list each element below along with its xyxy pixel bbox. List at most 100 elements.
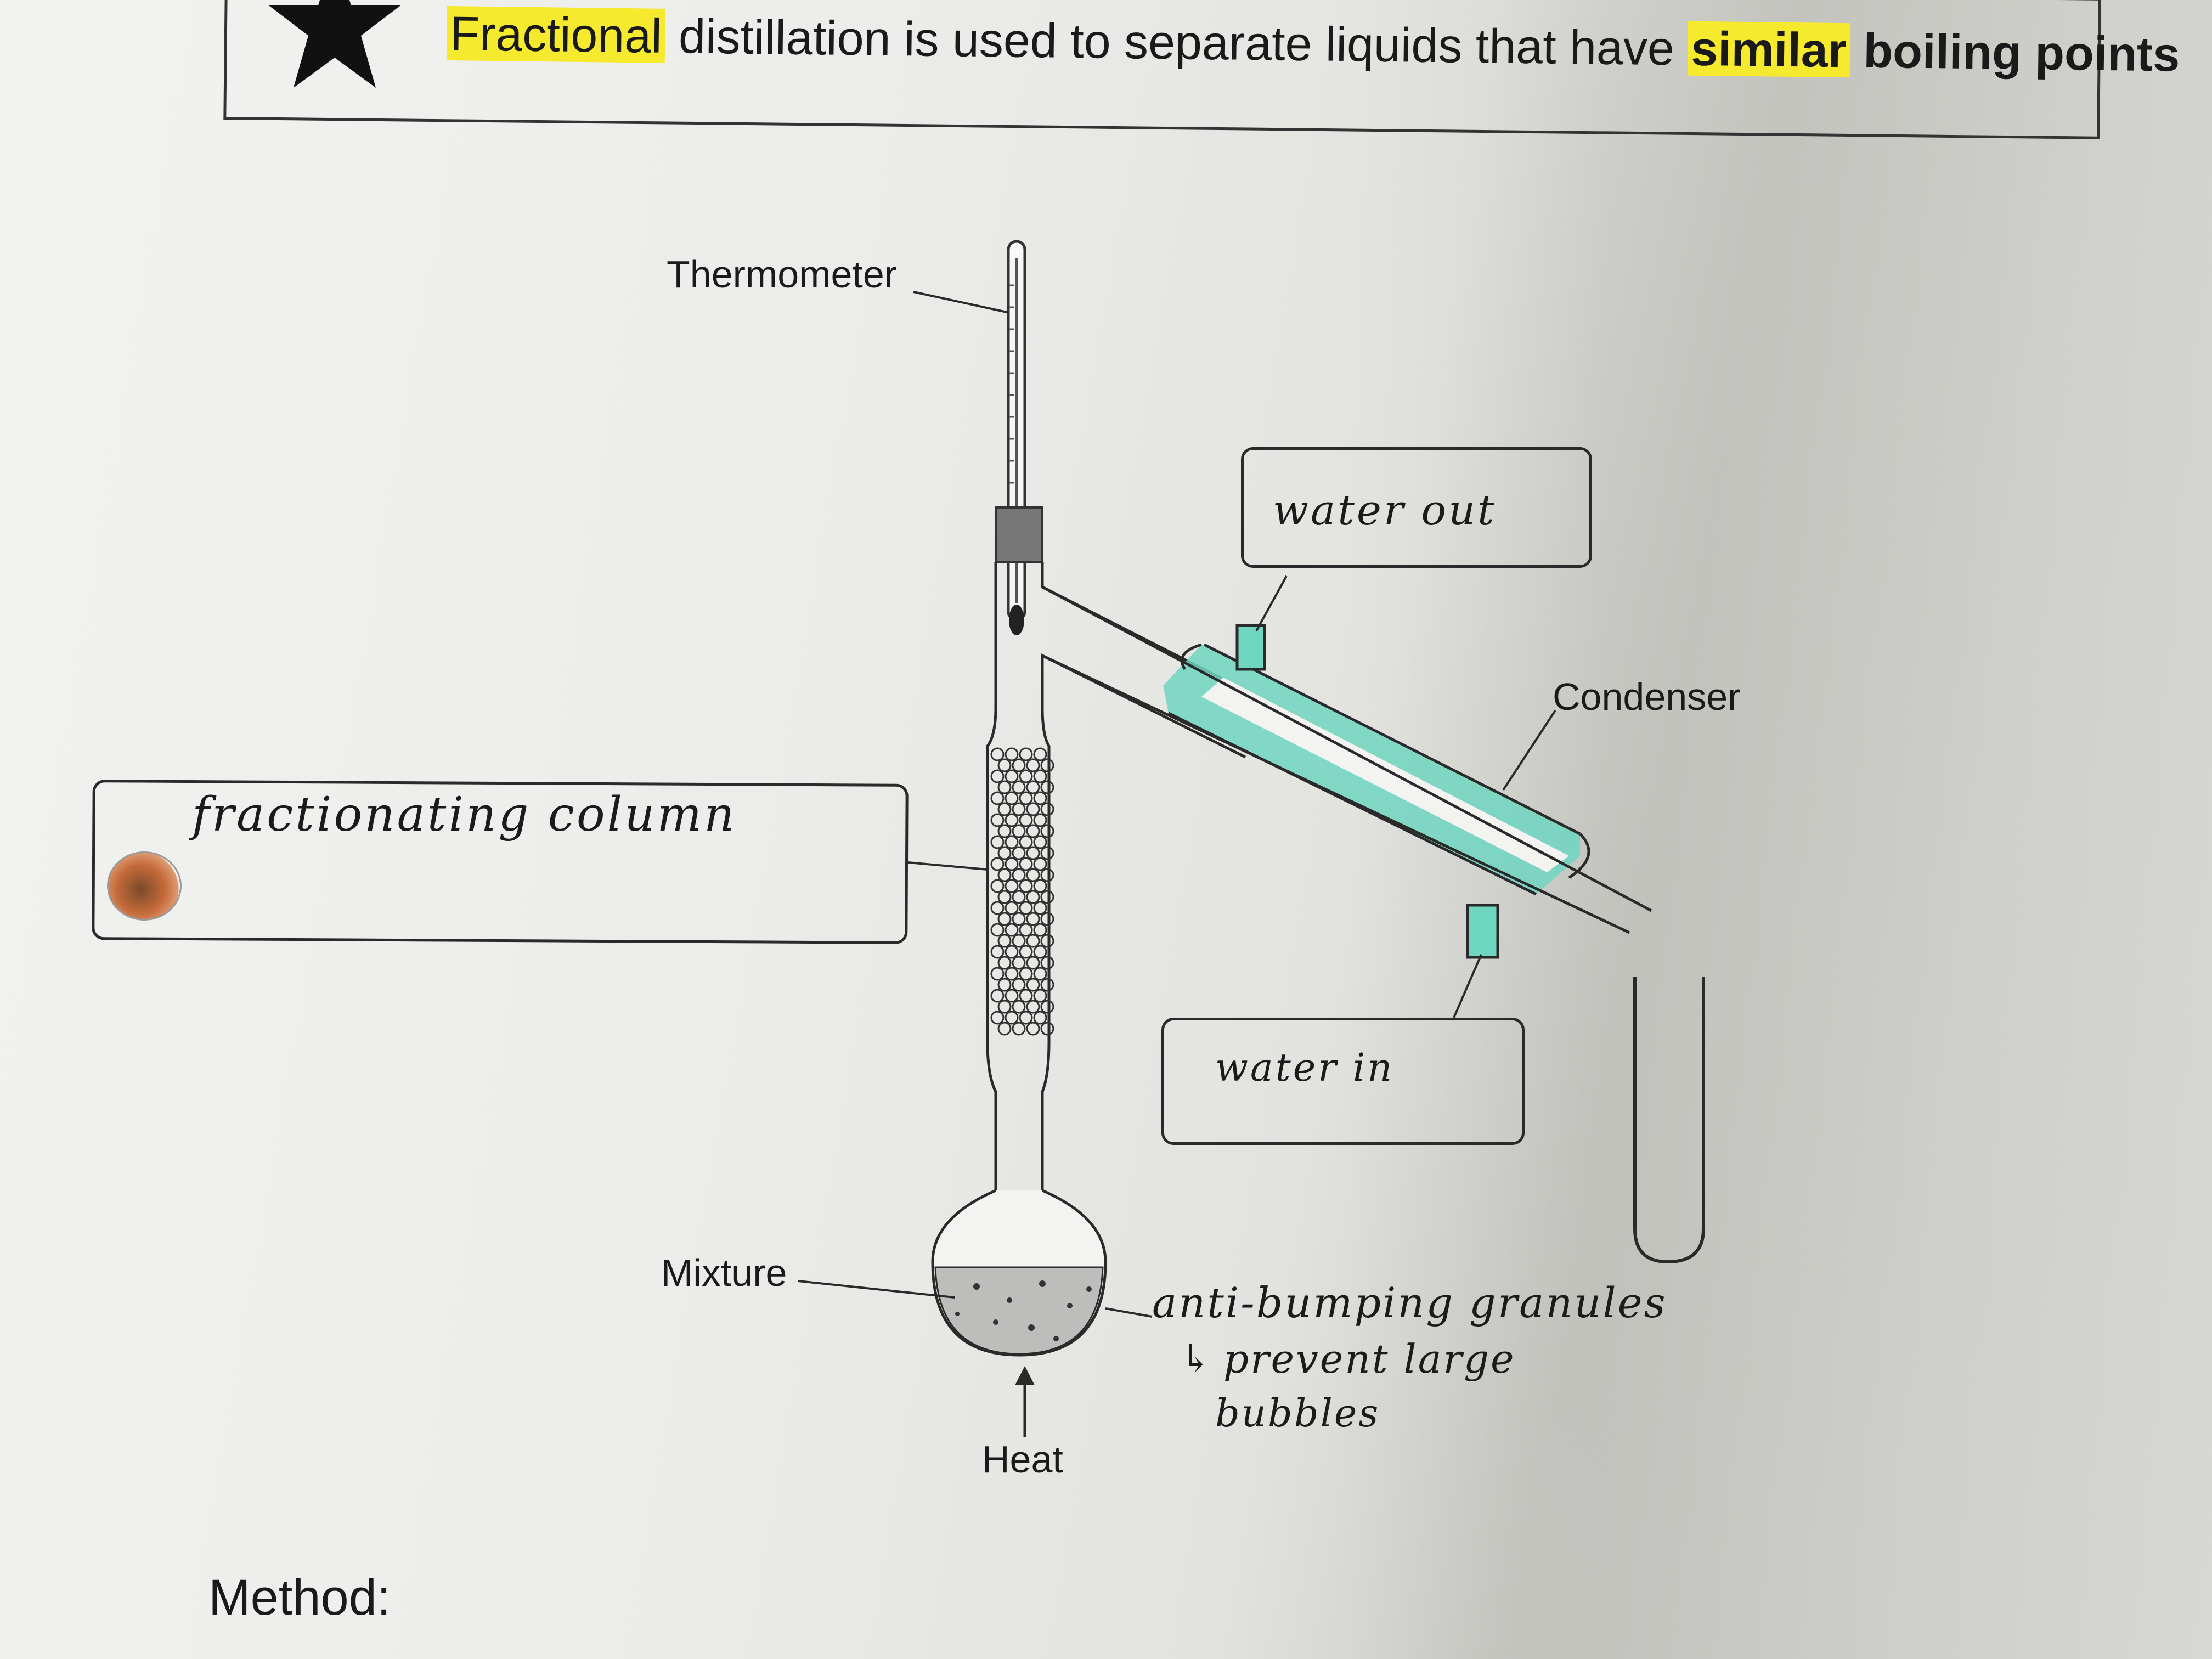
packing-bead <box>1040 956 1054 970</box>
packing-bead <box>997 868 1012 882</box>
packing-bead <box>1005 967 1019 981</box>
packing-bead <box>1012 846 1026 860</box>
packing-bead <box>1026 1022 1040 1036</box>
packing-bead <box>1040 780 1054 794</box>
method-heading: Method: <box>208 1570 391 1626</box>
fractionating-column-handwriting: fractionating column <box>192 787 737 842</box>
packing-bead <box>997 824 1012 838</box>
packing-bead <box>1026 846 1040 860</box>
bubbles-note: bubbles <box>1215 1391 1380 1436</box>
packing-bead <box>990 835 1005 849</box>
packing-bead <box>1040 824 1054 838</box>
water-out-handwriting: water out <box>1273 486 1497 534</box>
star-icon <box>269 0 400 88</box>
packing-bead <box>1026 802 1040 816</box>
packing-bead <box>1019 901 1033 915</box>
packing-bead <box>1033 813 1047 827</box>
packing-bead <box>1033 835 1047 849</box>
packing-bead <box>1033 923 1047 937</box>
heat-arrow <box>1015 1366 1035 1437</box>
condenser <box>1041 585 1652 959</box>
packing-bead <box>1040 890 1054 904</box>
packing-bead <box>1040 802 1054 816</box>
water-out-label-box <box>1241 447 1592 568</box>
packing-bead <box>1005 857 1019 871</box>
packing-bead <box>1019 879 1033 893</box>
packing-bead <box>1026 912 1040 926</box>
packing-bead <box>1026 956 1040 970</box>
packing-bead <box>1033 857 1047 871</box>
water-in-label-box <box>1161 1018 1525 1145</box>
packing-bead <box>990 769 1005 783</box>
packing-bead <box>1012 780 1026 794</box>
packing-bead <box>1033 989 1047 1003</box>
packing-bead <box>1005 923 1019 937</box>
packing-bead <box>997 846 1012 860</box>
packing-bead <box>1012 1022 1026 1036</box>
packing-bead <box>997 1000 1012 1014</box>
packing-bead <box>1040 978 1054 992</box>
packing-bead <box>1005 747 1019 761</box>
packing-bead <box>990 1011 1005 1025</box>
packing-bead <box>1005 1011 1019 1025</box>
packing-bead <box>1012 934 1026 948</box>
stopper <box>995 506 1043 563</box>
packing-bead <box>1019 1011 1033 1025</box>
packing-bead <box>997 912 1012 926</box>
packing-bead <box>1012 890 1026 904</box>
packing-bead <box>990 747 1005 761</box>
packing-bead <box>1012 758 1026 772</box>
packing-bead <box>997 890 1012 904</box>
thermometer <box>1007 240 1026 635</box>
packing-bead <box>1005 791 1019 805</box>
heat-label: Heat <box>982 1438 1063 1481</box>
packing-bead <box>1040 912 1054 926</box>
packing-bead <box>1040 758 1054 772</box>
mixture-label: Mixture <box>661 1251 787 1294</box>
packing-bead <box>1005 879 1019 893</box>
packing-bead <box>1012 868 1026 882</box>
packing-bead <box>1019 967 1033 981</box>
packing-bead <box>1033 769 1047 783</box>
punch-hole <box>107 851 182 921</box>
packing-bead <box>997 956 1012 970</box>
packing-bead <box>1033 945 1047 959</box>
packing-bead <box>1005 835 1019 849</box>
packing-bead <box>1012 978 1026 992</box>
packing-bead <box>1012 802 1026 816</box>
packing-bead <box>1026 934 1040 948</box>
packing-bead <box>1005 989 1019 1003</box>
packing-bead <box>997 1022 1012 1036</box>
round-bottom-flask <box>931 1189 1107 1357</box>
receiving-test-tube <box>1633 977 1705 1264</box>
packing-bead <box>997 802 1012 816</box>
anti-bumping-arrow: ↳ <box>1180 1336 1212 1381</box>
packing-bead <box>990 989 1005 1003</box>
packing-bead <box>990 945 1005 959</box>
prevent-large-note: prevent large <box>1223 1336 1516 1382</box>
packing-bead <box>1005 901 1019 915</box>
column-packing-beads <box>990 747 1054 1036</box>
packing-bead <box>1026 890 1040 904</box>
packing-bead <box>1040 1022 1054 1036</box>
packing-bead <box>1040 1000 1054 1014</box>
packing-bead <box>1026 868 1040 882</box>
packing-bead <box>1019 857 1033 871</box>
packing-bead <box>1040 934 1054 948</box>
packing-bead <box>990 901 1005 915</box>
packing-bead <box>1040 868 1054 882</box>
packing-bead <box>997 978 1012 992</box>
packing-bead <box>997 758 1012 772</box>
packing-bead <box>990 813 1005 827</box>
packing-bead <box>990 879 1005 893</box>
thermometer-label: Thermometer <box>667 253 898 296</box>
packing-bead <box>990 791 1005 805</box>
packing-bead <box>1040 846 1054 860</box>
packing-bead <box>997 780 1012 794</box>
packing-bead <box>997 934 1012 948</box>
packing-bead <box>990 967 1005 981</box>
packing-bead <box>1026 780 1040 794</box>
packing-bead <box>1019 791 1033 805</box>
packing-bead <box>1019 989 1033 1003</box>
